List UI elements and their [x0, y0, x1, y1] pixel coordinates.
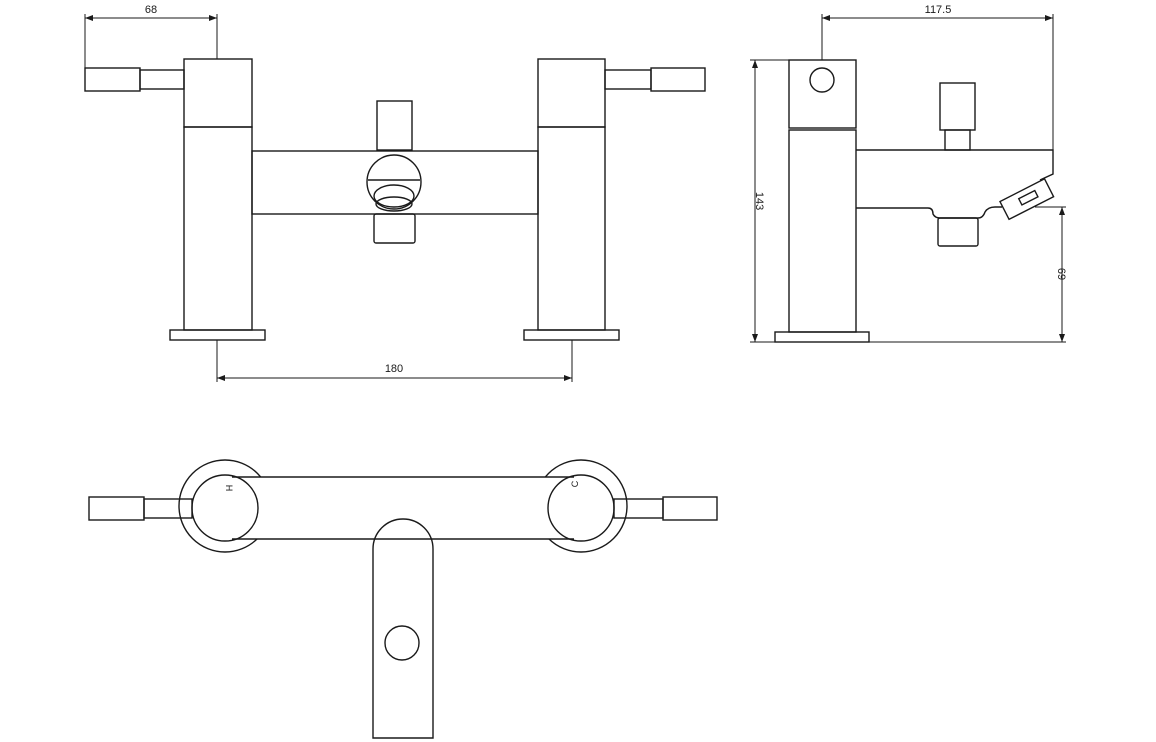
left-lever-knob — [84, 67, 141, 92]
plan-diverter-knob — [384, 625, 420, 661]
plan-left-lever-knob — [88, 496, 145, 521]
plan-spout — [372, 518, 434, 739]
cold-mark: C — [570, 480, 580, 487]
right-handle-head — [537, 58, 606, 128]
right-column — [537, 126, 606, 331]
dimension-117-5: 117.5 — [925, 4, 952, 16]
side-diverter-knob — [939, 82, 976, 131]
left-column — [183, 126, 253, 331]
side-shower-outlet — [937, 217, 979, 247]
right-lever-arm — [604, 69, 652, 90]
dimension-68: 68 — [145, 4, 157, 16]
hot-mark: H — [224, 485, 234, 492]
side-view: 117.5 143 69 — [750, 4, 1067, 343]
dimension-143: 143 — [753, 192, 765, 210]
side-lever-end — [809, 67, 835, 93]
dimension-180: 180 — [385, 363, 403, 375]
spout-nozzle — [999, 177, 1055, 221]
side-column — [788, 129, 857, 333]
plan-view: H C — [88, 459, 718, 739]
spout-outlet — [366, 154, 422, 210]
left-lever-arm — [139, 69, 185, 90]
front-view: 68 180 — [84, 4, 706, 382]
plan-left-lever-arm — [143, 498, 193, 519]
plan-right-lever-arm — [613, 498, 664, 519]
shower-outlet — [373, 213, 416, 244]
right-lever-knob — [650, 67, 706, 92]
left-base — [169, 329, 266, 341]
plan-right-lever-knob — [662, 496, 718, 521]
side-handle-head — [788, 59, 857, 129]
right-base — [523, 329, 620, 341]
side-base — [774, 331, 870, 343]
bridge-body — [251, 150, 539, 215]
left-handle-head — [183, 58, 253, 128]
side-spout — [856, 149, 1054, 219]
dimension-69: 69 — [1055, 268, 1067, 280]
diverter-knob — [376, 100, 413, 151]
